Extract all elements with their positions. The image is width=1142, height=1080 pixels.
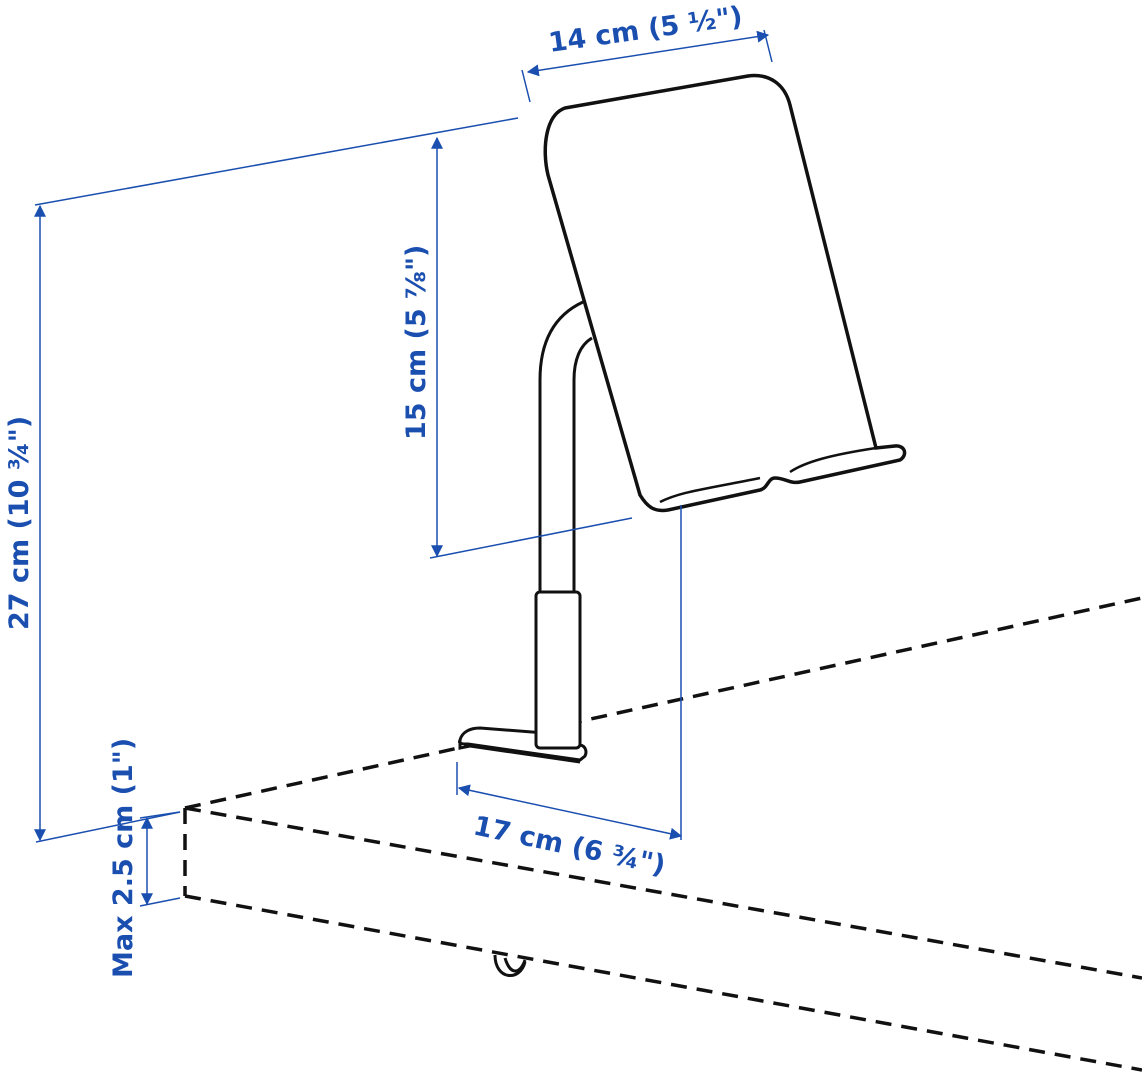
tablet-plate-lip [659, 446, 877, 504]
stand-sleeve [534, 590, 582, 750]
max-thickness-label: Max 2.5 cm (1") [108, 738, 139, 978]
desk-top-back-edge [184, 596, 1142, 810]
plate-width-arrow [526, 30, 770, 77]
clamp-foot [458, 726, 588, 762]
clamp-foot-lower [458, 740, 581, 764]
clamp-screw-icon [493, 954, 527, 978]
tablet-plate [543, 73, 907, 513]
desk-bottom-edge [184, 894, 1142, 1072]
clamp-depth-arrow [457, 784, 683, 840]
plate-width-label: 14 cm (5 ½") [547, 1, 745, 59]
total-height-label: 27 cm (10 ¾") [4, 416, 35, 630]
plate-height-label: 15 cm (5 ⅞") [401, 245, 432, 440]
desk-top-front-edge [184, 806, 1142, 980]
stand-rod [538, 300, 593, 592]
stand-base [458, 590, 588, 764]
clamp-depth-label: 17 cm (6 ¾") [471, 811, 669, 882]
desk-outline [183, 596, 1142, 1072]
dimension-arrows [34, 30, 770, 906]
